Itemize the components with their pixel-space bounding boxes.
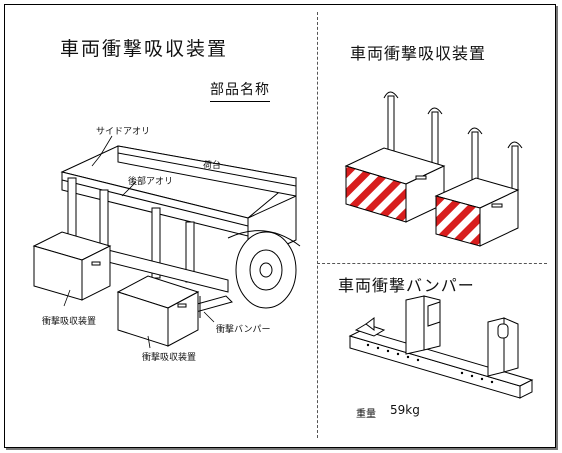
label-rear-gate: 後部アオリ [128,177,174,187]
absorber-box-right [116,275,200,347]
label-cargo-bed: 荷台 [203,161,222,171]
label-bumper: 衝撃バンパー [216,325,271,335]
truck-drawing [60,145,301,318]
weight-label: 重量 [356,409,376,420]
absorber-panel-title: 車両衝撃吸収装置 [350,44,487,63]
bumper-panel-title: 車両衝撃バンパー [338,276,475,295]
label-absorber-left: 衝撃吸収装置 [42,317,97,327]
absorber-box-left [32,231,112,301]
label-side-gate: サイドアオリ [96,127,151,137]
bumper-drawing [348,295,534,399]
main-title: 車両衝撃吸収装置 [60,38,229,60]
absorber-unit-2 [434,127,523,247]
weight-value: 59kg [390,403,420,417]
leader-lines [63,135,215,349]
parts-name-subtitle: 部品名称 [210,79,270,102]
vertical-divider [317,12,318,438]
absorber-unit-1 [344,91,446,223]
horizontal-divider [317,263,547,264]
label-absorber-right: 衝撃吸収装置 [142,353,197,363]
document-frame [4,4,556,448]
